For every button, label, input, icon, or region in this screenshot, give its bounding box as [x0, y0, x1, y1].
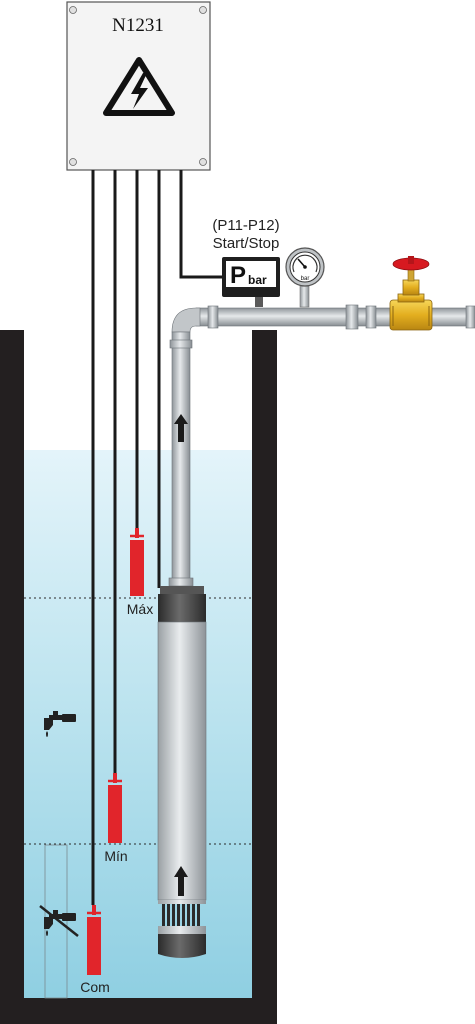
probe-com-label: Com: [80, 979, 110, 995]
gauge-unit: bar: [301, 276, 310, 282]
probe-cables: [91, 170, 222, 905]
submersible-pump: [157, 586, 207, 958]
pump-intake-grille: [162, 904, 200, 926]
water-tap-disabled-icon: [39, 905, 79, 937]
gate-valve-icon: [389, 256, 433, 331]
panel-screws: [69, 6, 207, 166]
pressure-switch-label-line2: Start/Stop: [213, 235, 280, 252]
probe-min: Mín: [104, 773, 128, 864]
pressure-switch-symbol: P: [230, 262, 246, 289]
flow-direction-arrow-icon: [174, 414, 188, 442]
panel-title: N1231: [112, 15, 164, 36]
water-tap-icon: [44, 711, 76, 737]
control-panel: N1231: [66, 1, 211, 171]
probe-com: Com: [80, 905, 110, 995]
pressure-switch: (P11-P12) Start/Stop P bar: [212, 217, 280, 307]
probe-max-label: Máx: [127, 601, 153, 617]
pump-flow-arrow-icon: [174, 866, 188, 896]
pressure-switch-unit: bar: [248, 273, 267, 287]
probe-min-label: Mín: [104, 848, 127, 864]
pressure-switch-label-line1: (P11-P12): [212, 217, 279, 234]
probe-max: Máx: [127, 528, 153, 617]
high-voltage-warning-icon: [103, 57, 175, 116]
pressure-gauge-icon: bar: [285, 247, 325, 308]
